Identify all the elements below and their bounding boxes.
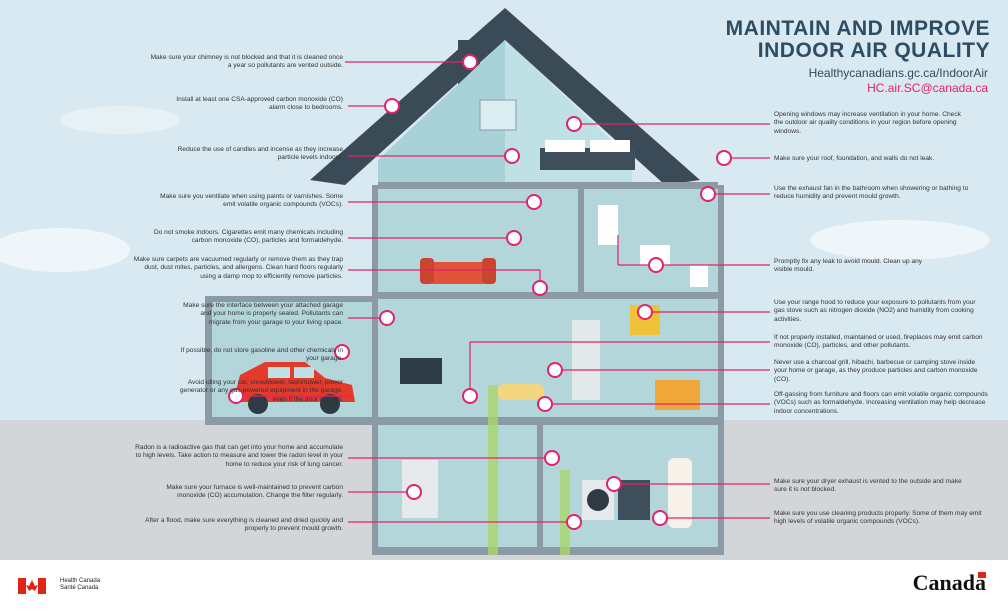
website-link[interactable]: Healthycanadians.gc.ca/IndoorAir (808, 66, 988, 80)
canada-flag-icon (18, 578, 46, 594)
note-dryer: Make sure your dryer exhaust is vented t… (774, 478, 962, 494)
note-charcoal-grill: Never use a charcoal grill, hibachi, bar… (774, 359, 978, 383)
note-smoking: Do not smoke indoors. Cigarettes emit ma… (153, 229, 343, 245)
email-link[interactable]: HC.air.SC@canada.ca (867, 81, 988, 95)
canada-wordmark: Canada (912, 570, 986, 595)
note-co-alarm: Install at least one CSA-approved carbon… (176, 96, 343, 112)
note-roof: Make sure your roof, foundation, and wal… (774, 155, 935, 162)
note-cleaning: Make sure you use cleaning products prop… (774, 510, 982, 526)
note-flood: After a flood, make sure everything is c… (145, 517, 343, 533)
note-radon: Radon is a radioactive gas that can get … (135, 444, 343, 468)
page-title: MAINTAIN AND IMPROVE INDOOR AIR QUALITY (725, 17, 990, 62)
wordmark-flag-icon (978, 572, 986, 578)
note-ventilate: Make sure you ventilate when using paint… (160, 193, 343, 209)
note-chimney: Make sure your chimney is not blocked an… (150, 54, 343, 70)
note-fireplace: If not properly installed, maintained or… (774, 334, 983, 350)
note-exhaust-fan: Use the exhaust fan in the bathroom when… (774, 185, 969, 201)
callout-dots (228, 54, 732, 530)
note-range-hood: Use your range hood to reduce your expos… (774, 299, 976, 323)
note-carpets: Make sure carpets are vacuumed regularly… (133, 256, 343, 280)
note-candles: Reduce the use of candles and incense as… (177, 146, 343, 162)
note-idling: Avoid idling your car, snowblower, lawnm… (179, 379, 343, 403)
callout-lines (236, 61, 770, 523)
note-gasoline: If possible, do not store gasoline and o… (180, 347, 343, 363)
roof (310, 8, 700, 185)
note-garage-seal: Make sure the interface between your att… (183, 302, 343, 326)
note-windows: Opening windows may increase ventilation… (774, 111, 961, 135)
note-leak: Promptly fix any leak to avoid mould. Cl… (774, 258, 923, 274)
note-off-gassing: Off-gassing from furniture and floors ca… (774, 391, 988, 415)
car (235, 362, 355, 414)
note-furnace: Make sure your furnace is well-maintaine… (166, 484, 343, 500)
